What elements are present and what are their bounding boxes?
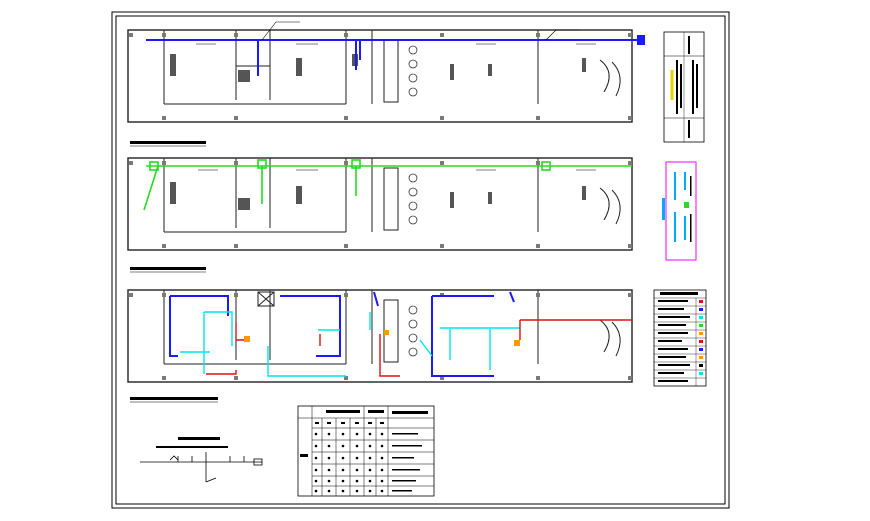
fixture-schedule-table — [297, 405, 435, 497]
line-legend — [662, 161, 697, 261]
plan-3-distribution — [127, 289, 633, 383]
inner-border — [115, 15, 726, 505]
plan-1-water-line — [146, 35, 645, 76]
plan-1-title — [130, 141, 206, 147]
plan-3-title — [130, 397, 218, 403]
symbols-table — [653, 289, 707, 387]
plan-2-title — [130, 267, 206, 273]
plan-1-furniture — [170, 54, 586, 82]
plan-1-outline — [127, 29, 633, 123]
plan-1-labels — [196, 21, 596, 45]
title-block — [663, 31, 705, 143]
outer-border — [111, 11, 730, 509]
plan-3-supply-line — [169, 291, 515, 377]
ground-arrow-icon — [253, 458, 263, 466]
plan-1-columns — [129, 33, 632, 120]
plan-2-columns — [129, 161, 632, 248]
plan-2-furniture — [170, 182, 586, 210]
plan-3-hot-line — [206, 319, 632, 377]
plan-3-water-heaters — [244, 330, 520, 346]
plan-2-drainage — [127, 157, 633, 251]
plan-1-walls — [163, 30, 621, 105]
plan-1-fixtures — [408, 45, 418, 97]
plan-3-fixtures — [408, 305, 418, 357]
plan-2-fixtures — [408, 173, 418, 225]
plan-3-outline — [127, 289, 633, 383]
plan-2-drain-line — [143, 159, 632, 211]
plan-3-cold-line — [180, 311, 520, 377]
plan-2-walls — [163, 158, 621, 233]
plan-1-water-supply — [127, 21, 645, 123]
plan-2-outline — [127, 157, 633, 251]
riser-diagram — [140, 437, 263, 483]
